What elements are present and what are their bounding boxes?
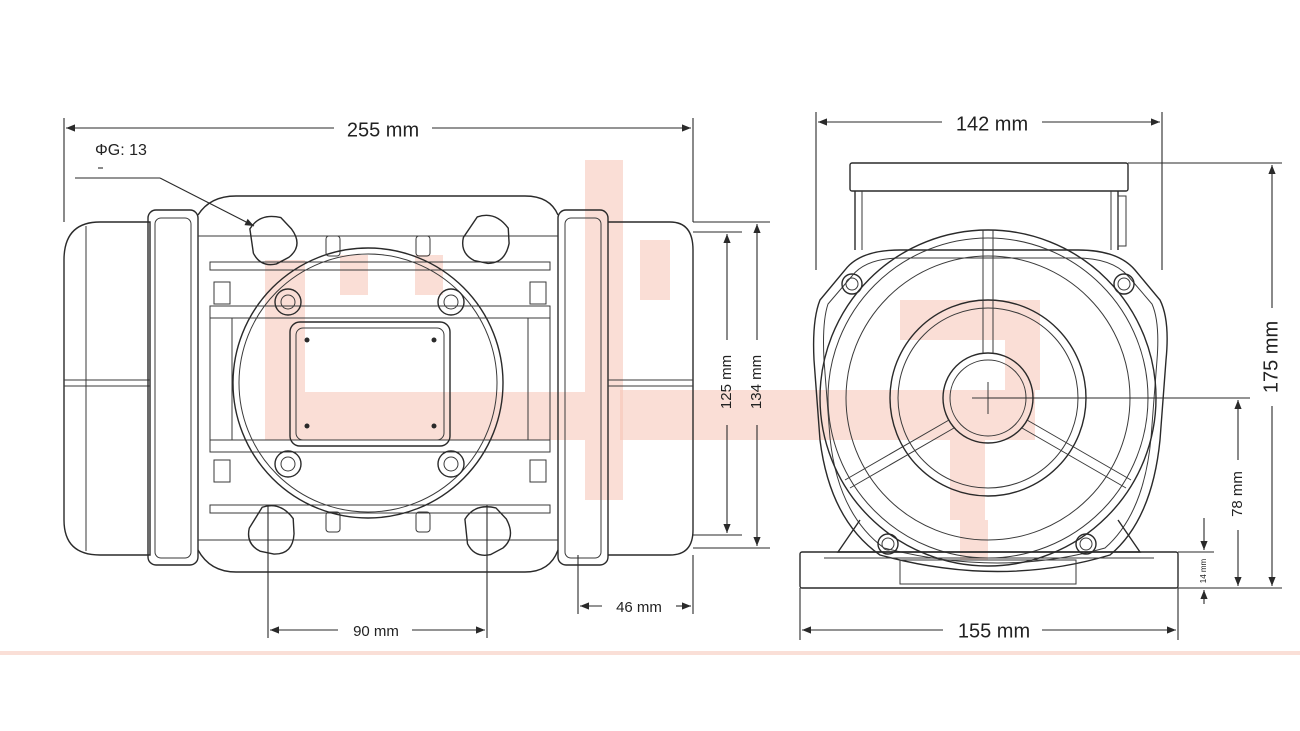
dim-label-134: 134 mm bbox=[748, 355, 765, 409]
side-foot-slots bbox=[247, 214, 512, 556]
dim-label-90: 90 mm bbox=[353, 623, 399, 640]
side-view: 255 mm ΦG: 13 90 mm 46 mm 1 bbox=[63, 118, 770, 640]
dim-foot-spacing: 90 mm bbox=[267, 505, 488, 640]
dim-label-14: 14 mm bbox=[1199, 558, 1208, 583]
dim-label-175: 175 mm bbox=[1260, 321, 1282, 393]
dim-shaft-height: 78 mm bbox=[988, 397, 1250, 586]
front-view: 142 mm 155 mm 175 mm 78 mm 14 mm bbox=[799, 112, 1282, 642]
dim-end-offset: 46 mm bbox=[577, 555, 694, 616]
terminal-screws bbox=[274, 288, 465, 478]
dim-top-width: 142 mm bbox=[815, 112, 1163, 270]
side-left-cap bbox=[63, 209, 218, 566]
side-body bbox=[197, 195, 559, 573]
dim-label-142: 142 mm bbox=[956, 113, 1028, 135]
dim-label-255: 255 mm bbox=[347, 119, 419, 141]
watermark-logo bbox=[0, 160, 1300, 655]
watermark-dots bbox=[0, 651, 1300, 655]
front-base bbox=[799, 519, 1179, 589]
side-right-cap bbox=[538, 209, 694, 566]
dim-base-width: 155 mm bbox=[799, 588, 1179, 642]
dim-label-155: 155 mm bbox=[958, 620, 1030, 642]
dim-height-134: 134 mm bbox=[693, 221, 770, 549]
dim-base-thickness: 14 mm bbox=[1178, 518, 1214, 604]
front-terminal-box bbox=[849, 162, 1129, 250]
dim-label-46: 46 mm bbox=[616, 599, 662, 616]
dim-overall-length: 255 mm bbox=[63, 118, 694, 222]
dim-label-78: 78 mm bbox=[1229, 471, 1246, 517]
dim-height-125: 125 mm bbox=[693, 231, 742, 536]
side-terminal-box bbox=[232, 247, 504, 519]
dim-label-125: 125 mm bbox=[718, 355, 735, 409]
dim-overall-height: 175 mm bbox=[1128, 162, 1282, 589]
dim-hole-diameter: ΦG: 13 bbox=[75, 142, 255, 227]
dim-label-hole: ΦG: 13 bbox=[95, 142, 147, 159]
